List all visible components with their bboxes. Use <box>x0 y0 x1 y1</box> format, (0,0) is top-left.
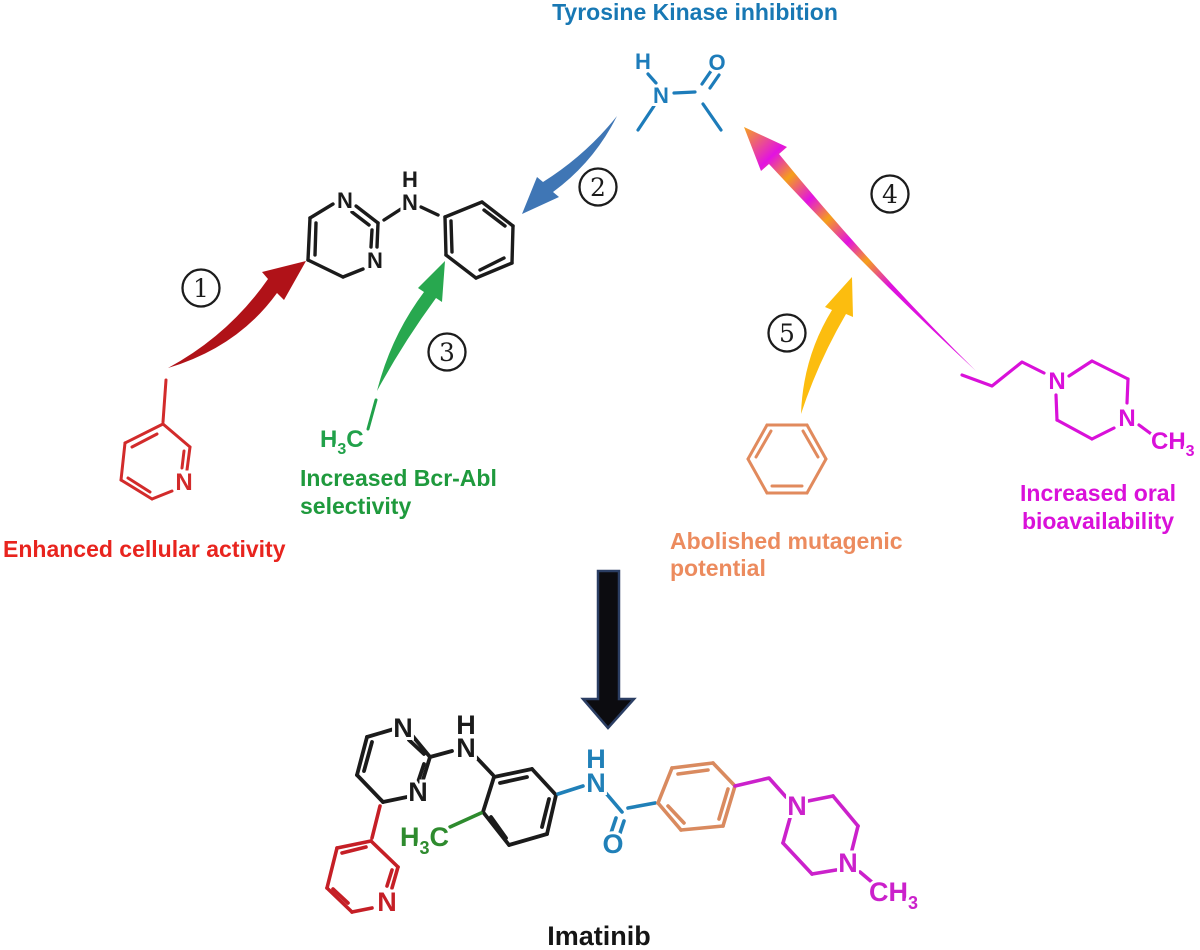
label-ch3: CH3 <box>1151 428 1195 460</box>
atom-n2-piperazine: N <box>838 848 858 878</box>
atom-o: O <box>602 829 623 859</box>
step-circle-4 <box>870 174 910 214</box>
atom-n1-piperazine: N <box>1048 368 1065 395</box>
caption-enhanced-cellular-activity: Enhanced cellular activity <box>3 536 286 562</box>
step-number-4: 4 <box>882 180 898 209</box>
imatinib-benzene-central <box>481 767 558 847</box>
caption-bcrabl-line1: Increased Bcr-Abl <box>300 465 497 491</box>
atom-n: N <box>408 777 428 807</box>
down-arrow <box>580 569 637 730</box>
atom-n2-piperazine: N <box>1118 405 1135 432</box>
imatinib-methyl: H3C <box>397 811 483 861</box>
bond-methylene <box>733 776 788 799</box>
amide-fragment: H N O <box>632 46 729 132</box>
imatinib-benzene-orange <box>656 761 737 832</box>
atom-n-pyridine: N <box>175 469 192 496</box>
bond-c-o-2 <box>708 73 721 90</box>
imatinib-piperazine: N N CH3 <box>733 776 921 916</box>
bond-c-o-1 <box>700 69 713 86</box>
title-tyrosine-kinase: Tyrosine Kinase inhibition <box>552 0 838 25</box>
atom-h: H <box>635 49 651 74</box>
compound-name: Imatinib <box>547 921 651 950</box>
atom-n: N <box>393 713 413 743</box>
arrow-4 <box>744 127 976 371</box>
step-circle-5 <box>767 313 807 353</box>
imatinib-pyrimidine: N N <box>355 710 432 810</box>
atom-h: H <box>586 744 606 774</box>
step-circle-1 <box>181 268 221 308</box>
caption-mutagenic-line2: potential <box>670 555 766 581</box>
step-number-5: 5 <box>779 319 795 348</box>
label-h3c: H3C <box>320 426 364 458</box>
step-circle-3 <box>427 332 467 372</box>
caption-oral-line2: bioavailability <box>1022 508 1174 534</box>
step-number-2: 2 <box>590 173 606 202</box>
imatinib-amide: H N O <box>556 741 657 862</box>
arrow-2 <box>522 116 617 214</box>
bond-h-n <box>646 72 658 85</box>
step-number-3: 3 <box>439 338 455 367</box>
benzene-fragment <box>746 423 828 495</box>
phenylaminopyrimidine-core: N N H N <box>306 164 515 280</box>
caption-bcrabl-line2: selectivity <box>300 493 411 519</box>
atom-n-bridge: N <box>402 190 418 215</box>
bond-n-ch3 <box>1137 423 1156 438</box>
bond-methyl <box>366 398 378 431</box>
methylpiperazine-fragment: N N CH3 <box>960 359 1198 463</box>
arrow-1 <box>168 261 306 368</box>
bond-c-methyl <box>701 102 723 132</box>
bond-ethyl <box>960 360 1046 388</box>
methyl-fragment: H3C <box>317 398 378 461</box>
label-ch3: CH3 <box>869 877 918 913</box>
atom-h-bridge: H <box>402 167 418 192</box>
atom-n: N <box>653 83 669 108</box>
atom-n1-piperazine: N <box>787 791 807 821</box>
atom-n: N <box>456 733 476 763</box>
bond-n-ch3 <box>858 870 875 885</box>
atom-h: H <box>456 710 476 740</box>
arrow-5 <box>801 277 853 414</box>
bond-methyl-stub <box>161 378 168 424</box>
atom-n: N <box>586 768 606 798</box>
bond-n-methyl <box>636 104 656 132</box>
caption-oral-line1: Increased oral <box>1020 480 1176 506</box>
atom-n-pyridine: N <box>377 887 397 917</box>
bond-n-c <box>672 90 697 95</box>
atom-o: O <box>708 50 725 75</box>
atom-n-pyrimidine-top: N <box>337 188 353 213</box>
step-circle-2 <box>578 167 618 207</box>
imatinib-pyridine: N <box>325 804 400 920</box>
step-number-1: 1 <box>193 274 209 303</box>
pyridine-fragment: N <box>119 378 196 501</box>
imatinib-structure: N N H N <box>325 707 921 920</box>
caption-mutagenic-line1: Abolished mutagenic <box>670 528 903 554</box>
label-h3c: H3C <box>400 822 449 858</box>
arrow-3 <box>377 261 445 391</box>
atom-n-pyrimidine-bottom: N <box>367 248 383 273</box>
